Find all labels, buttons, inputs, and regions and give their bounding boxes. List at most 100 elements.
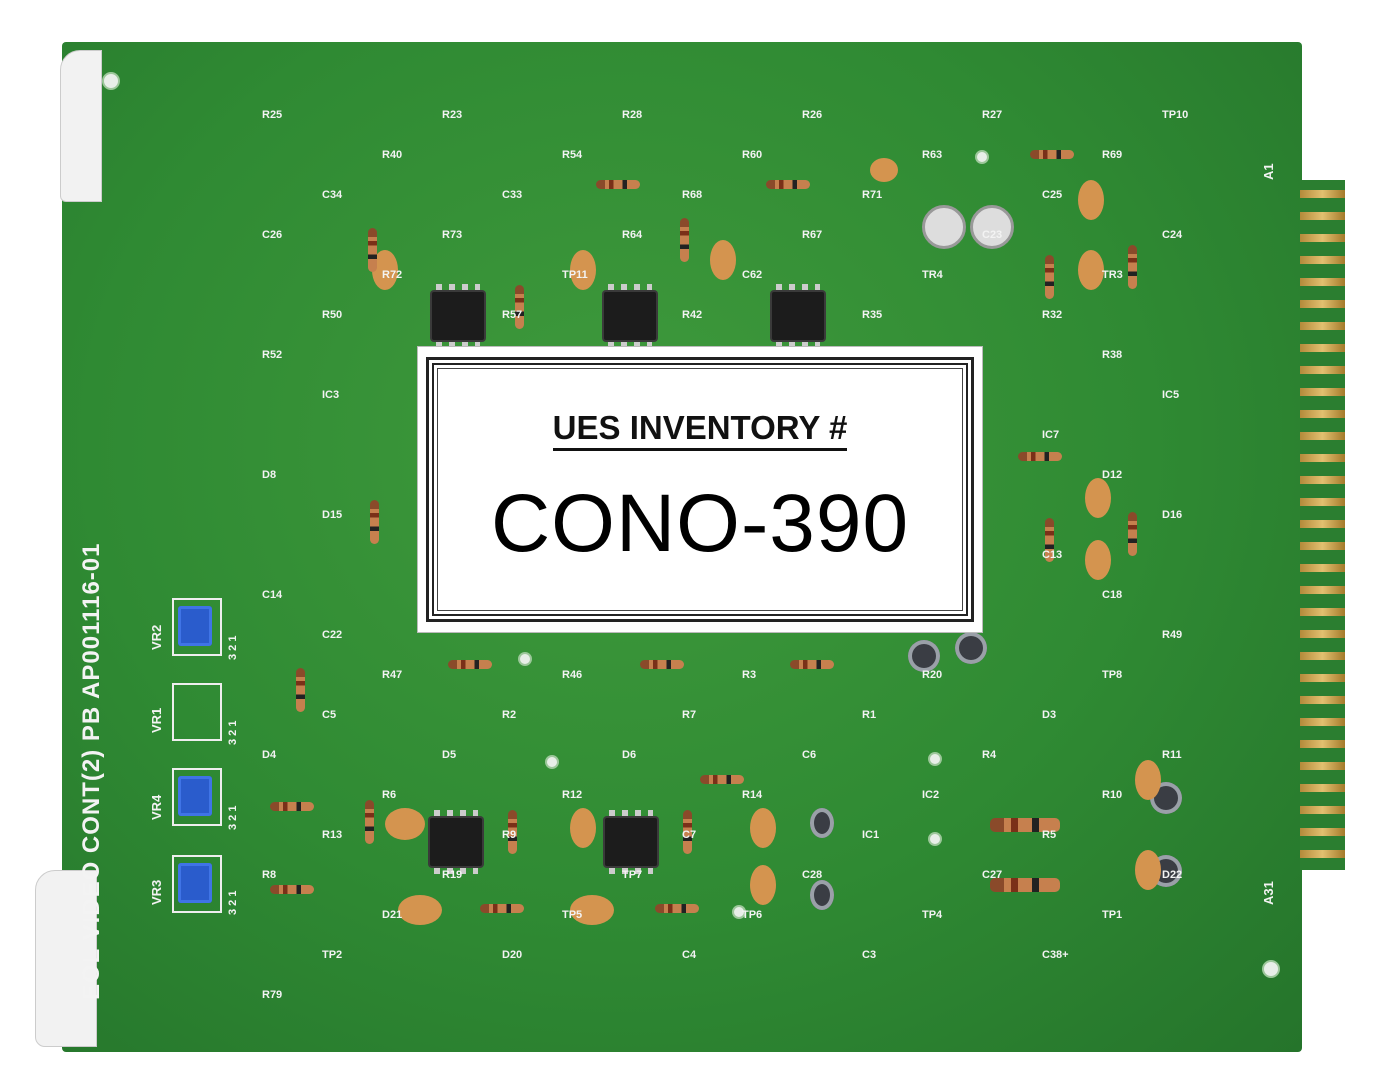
electrolytic-capacitor	[810, 880, 834, 910]
component-designator: R42	[682, 309, 703, 321]
resistor	[370, 500, 379, 544]
pot-vr3[interactable]	[172, 855, 222, 913]
resistor	[596, 180, 640, 189]
ceramic-capacitor	[750, 865, 776, 905]
pot-vr4[interactable]	[172, 768, 222, 826]
resistor	[1045, 255, 1054, 299]
pot-vr1	[172, 683, 222, 741]
component-designator: R1	[862, 709, 877, 721]
ic-chip	[432, 284, 484, 348]
component-designator: R9	[502, 829, 517, 841]
component-designator: C24	[1162, 229, 1183, 241]
label-border	[426, 357, 974, 622]
component-designator: R38	[1102, 349, 1123, 361]
component-designator: C38+	[1042, 949, 1069, 961]
component-designator: R25	[262, 109, 283, 121]
component-designator: R19	[442, 869, 463, 881]
gold-finger	[1300, 256, 1345, 264]
resistor	[1128, 245, 1137, 289]
resistor	[655, 904, 699, 913]
trimmer-knob[interactable]	[178, 776, 212, 816]
component-designator: TR3	[1102, 269, 1123, 281]
resistor	[480, 904, 524, 913]
component-designator: D4	[262, 749, 277, 761]
component-designator: R6	[382, 789, 397, 801]
ceramic-capacitor	[570, 250, 596, 290]
board-title-silkscreen: EOL VIDEO CONT(2) PB AP001116-01	[78, 542, 105, 1001]
ceramic-capacitor	[385, 808, 425, 840]
ceramic-capacitor	[1085, 478, 1111, 518]
component-designator: C5	[322, 709, 337, 721]
resistor	[766, 180, 810, 189]
component-designator: C33	[502, 189, 523, 201]
component-designator: R8	[262, 869, 277, 881]
component-designator: D22	[1162, 869, 1183, 881]
component-designator: R11	[1162, 749, 1182, 761]
gold-finger	[1300, 300, 1345, 308]
component-designator: R47	[382, 669, 403, 681]
component-designator: TP7	[622, 869, 643, 881]
component-designator: R12	[562, 789, 583, 801]
gold-finger	[1300, 278, 1345, 286]
component-designator: R49	[1162, 629, 1183, 641]
trimmer-knob[interactable]	[178, 606, 212, 646]
label-border	[437, 368, 963, 611]
component-designator: D12	[1102, 469, 1123, 481]
resistor	[270, 885, 314, 894]
resistor	[1128, 512, 1137, 556]
gold-finger	[1300, 498, 1345, 506]
component-designator: R60	[742, 149, 763, 161]
ic-chip	[772, 284, 824, 348]
vr3-label: VR3	[149, 879, 164, 905]
ceramic-capacitor	[570, 895, 614, 925]
component-designator: C25	[1042, 189, 1063, 201]
inventory-label: UES INVENTORY # CONO-390	[418, 347, 982, 632]
component-designator: C22	[322, 629, 343, 641]
vr4-pins: 3 2 1	[227, 805, 239, 830]
component-designator: TP5	[562, 909, 583, 921]
component-designator: R57	[502, 309, 523, 321]
resistor	[365, 800, 374, 844]
ceramic-capacitor	[398, 895, 442, 925]
component-designator: D21	[382, 909, 403, 921]
label-border	[432, 363, 968, 616]
ceramic-capacitor	[870, 158, 898, 182]
gold-finger	[1300, 652, 1345, 660]
gold-finger	[1300, 828, 1345, 836]
gold-finger	[1300, 212, 1345, 220]
ceramic-capacitor	[1135, 850, 1161, 890]
component-designator: R40	[382, 149, 403, 161]
component-designator: D16	[1162, 509, 1183, 521]
connector-mark-a31: A31	[1261, 881, 1276, 905]
connector-mark-a1: A1	[1261, 163, 1276, 180]
component-designator: TP10	[1162, 109, 1189, 121]
vr2-pins: 3 2 1	[227, 635, 239, 660]
vr4-label: VR4	[149, 794, 164, 820]
resistor	[270, 802, 314, 811]
gold-finger	[1300, 234, 1345, 242]
component-designator: R68	[682, 189, 703, 201]
component-designator: TP6	[742, 909, 763, 921]
component-designator: R54	[562, 149, 583, 161]
trimmer-knob[interactable]	[178, 863, 212, 903]
gold-finger	[1300, 762, 1345, 770]
resistor	[1045, 518, 1054, 562]
component-designator: R2	[502, 709, 517, 721]
ic-chip	[604, 284, 656, 348]
ceramic-capacitor	[1078, 180, 1104, 220]
test-point	[928, 752, 942, 766]
component-designator: C4	[682, 949, 697, 961]
gold-finger	[1300, 520, 1345, 528]
component-designator: C18	[1102, 589, 1123, 601]
component-designator: C23	[982, 229, 1003, 241]
component-designator: TP1	[1102, 909, 1123, 921]
component-designator: R7	[682, 709, 697, 721]
component-designator: R28	[622, 109, 643, 121]
gold-finger	[1300, 542, 1345, 550]
component-designator: R73	[442, 229, 463, 241]
component-designator: C62	[742, 269, 763, 281]
vr3-pins: 3 2 1	[227, 890, 239, 915]
test-point	[518, 652, 532, 666]
pot-vr2[interactable]	[172, 598, 222, 656]
gold-finger	[1300, 366, 1345, 374]
